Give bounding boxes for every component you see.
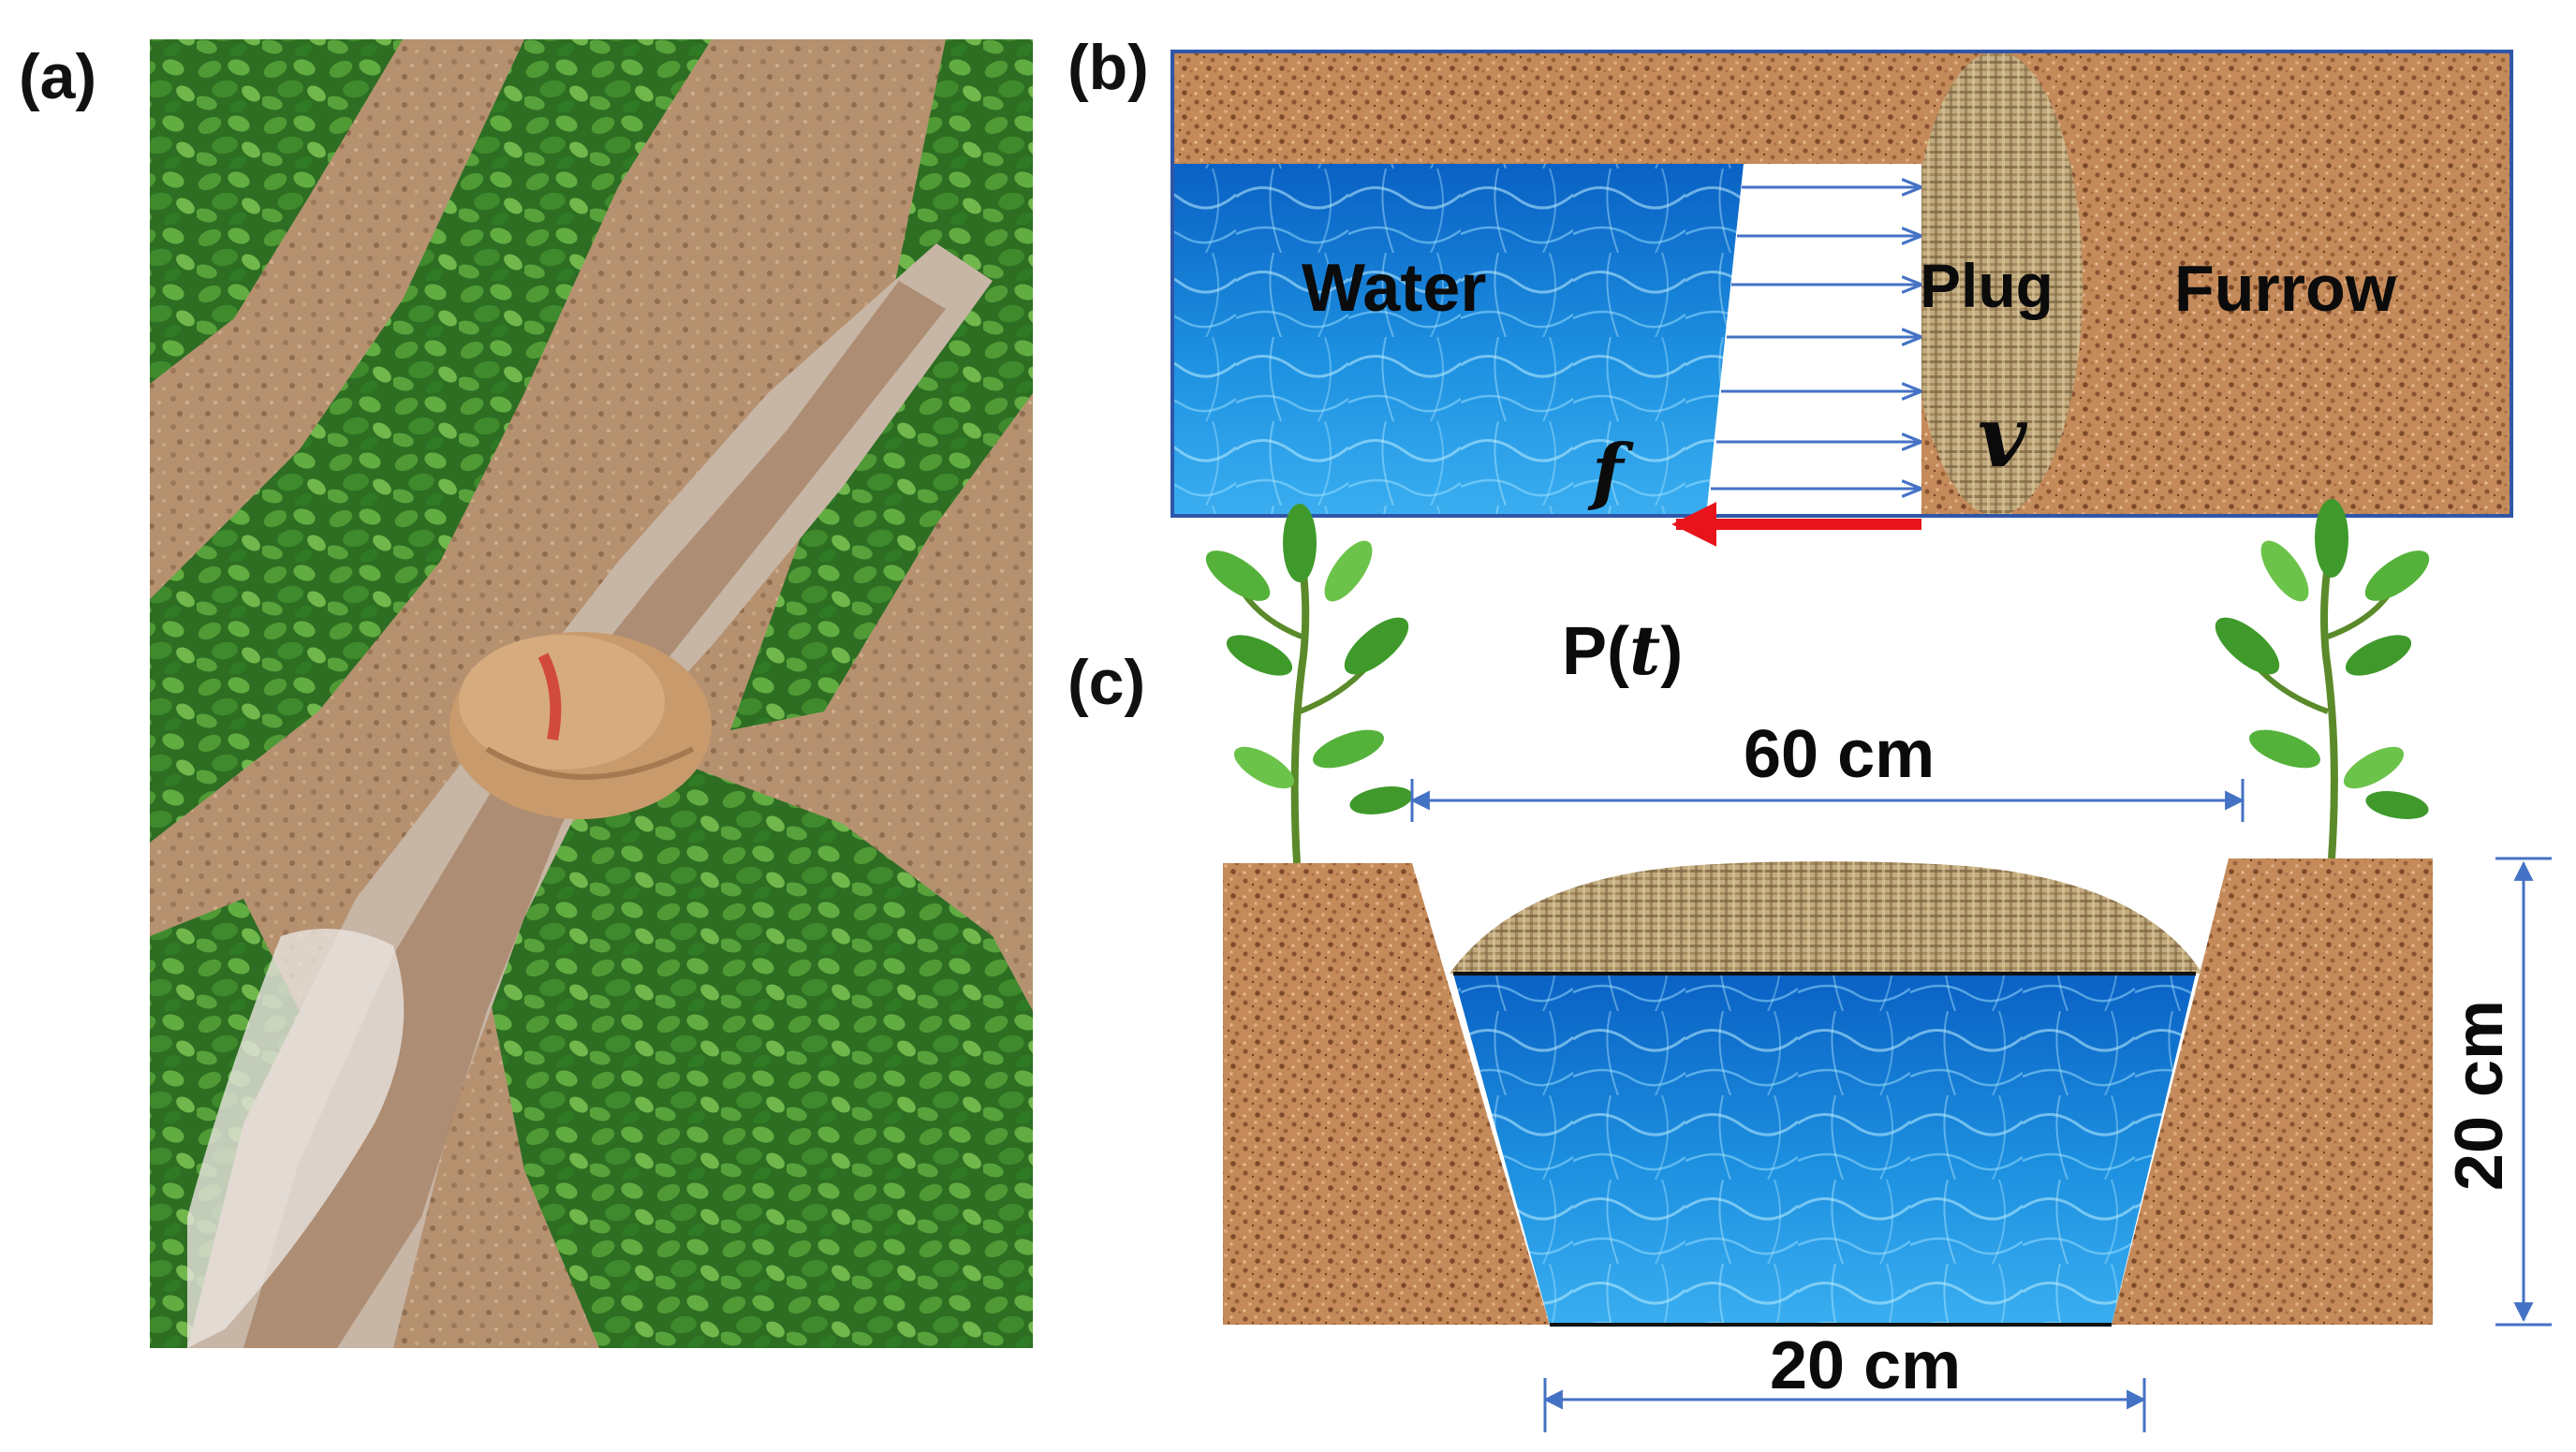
- field-photo: [150, 39, 1033, 1348]
- foam-streak: [187, 929, 405, 1348]
- plant-row: [487, 768, 1033, 1348]
- plug-label: Plug: [1920, 251, 2053, 320]
- right-bank: [2112, 858, 2433, 1325]
- panel-a-letter: (a): [19, 41, 96, 112]
- water-label: Water: [1302, 251, 1486, 326]
- velocity-profile: [1706, 164, 1921, 516]
- soil-plug-photo: [449, 632, 712, 819]
- panel-b-frame: [1170, 50, 2513, 518]
- depth-label: 20 cm: [2442, 1000, 2517, 1191]
- pressure-label: P(t): [1562, 610, 1683, 690]
- panel-b-letter: (b): [1067, 32, 1149, 103]
- pressure-prefix: P(: [1562, 614, 1629, 689]
- velocity-arrows: [1711, 187, 1920, 489]
- plant-row: [150, 39, 712, 843]
- pressure-suffix: ): [1660, 614, 1683, 689]
- pressure-variable: t: [1629, 610, 1660, 690]
- plant-left: [1205, 504, 1413, 864]
- panel-c-letter: (c): [1067, 647, 1145, 718]
- bottom-width-label: 20 cm: [1770, 1328, 1961, 1403]
- muddy-water: [243, 281, 946, 1348]
- velocity-symbol: v: [1978, 388, 2028, 487]
- plant-right: [2215, 499, 2430, 859]
- plug-ellipse: [1910, 51, 2083, 516]
- left-bank: [1223, 863, 1550, 1325]
- panel-c-diagram: 60 cm 20 cm 20 cm: [1205, 499, 2552, 1432]
- top-width-label: 60 cm: [1744, 717, 1935, 792]
- plug-dome: [1450, 861, 2202, 974]
- furrow-label: Furrow: [2174, 252, 2397, 325]
- panel-b-diagram: Water Plug Furrow f v: [1170, 50, 2513, 547]
- plant-row: [150, 39, 403, 384]
